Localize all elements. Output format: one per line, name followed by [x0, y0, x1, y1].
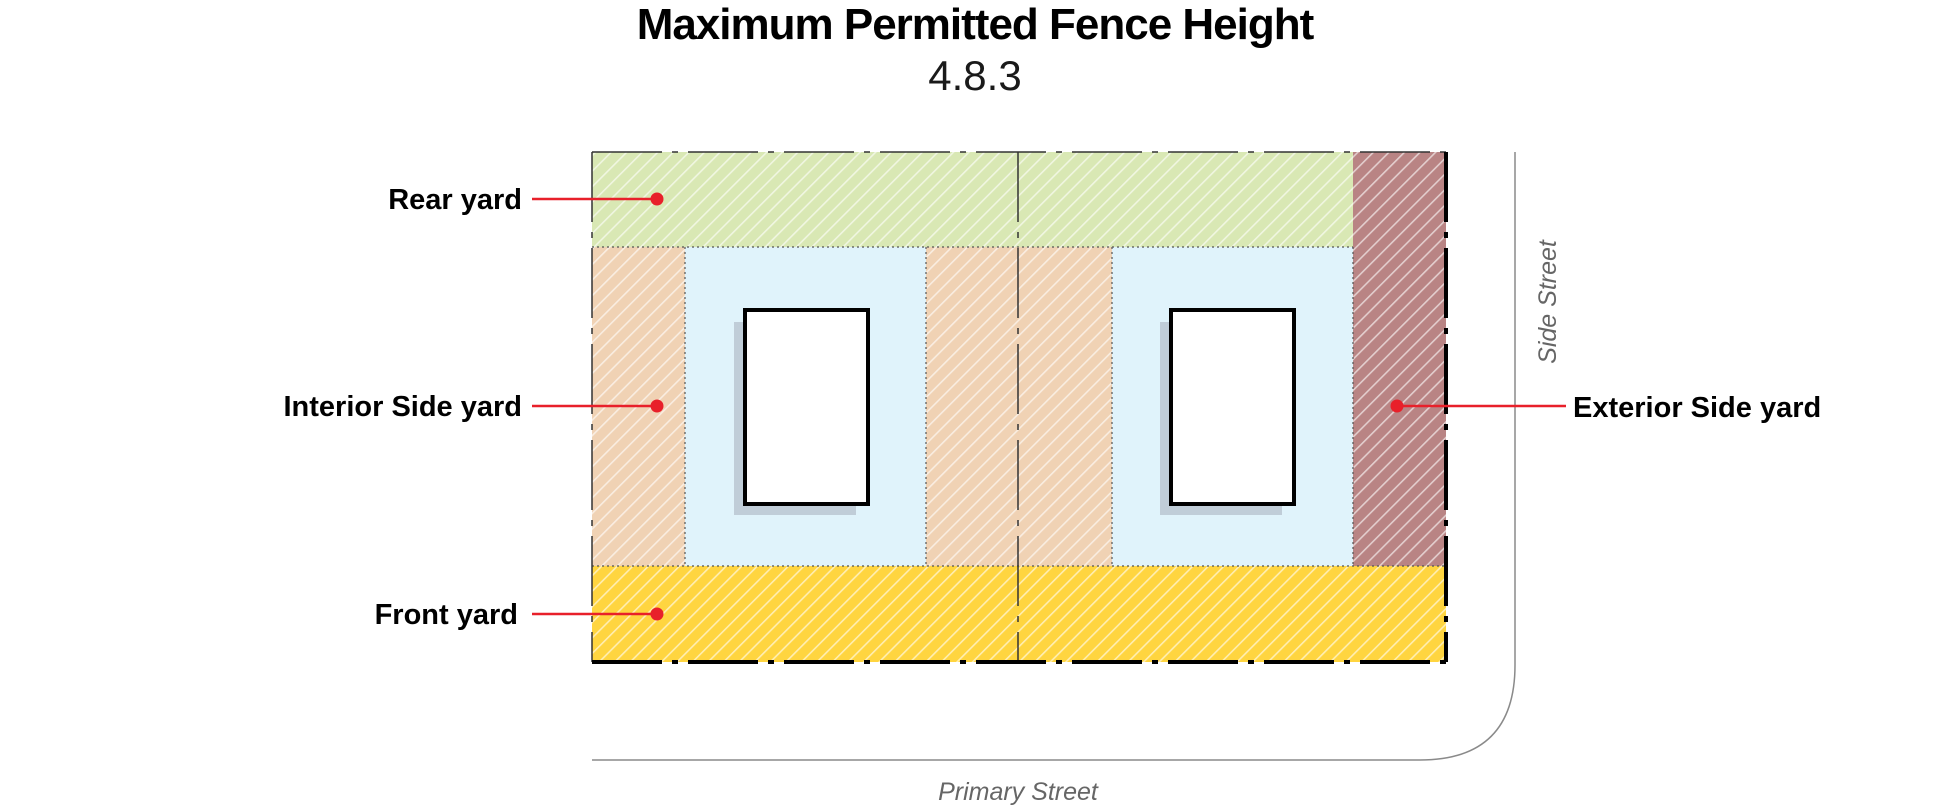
section-number: 4.8.3 [928, 52, 1022, 99]
building-footprint [1169, 308, 1296, 506]
diagram-title: Maximum Permitted Fence Height [636, 0, 1315, 49]
callout-rear-yard: Rear yard [388, 184, 664, 216]
primary-street-edge [592, 152, 1516, 761]
exterior-side-yard-label: Exterior Side yard [1573, 392, 1821, 424]
setback-lines [592, 246, 1446, 567]
callout-front-yard: Front yard [375, 599, 664, 631]
front-yard-label: Front yard [375, 599, 518, 631]
callout-exterior-side-yard: Exterior Side yard [1390, 392, 1821, 424]
building-footprint [743, 308, 870, 506]
rear-yard-label: Rear yard [388, 184, 522, 216]
interior-side-yard-label: Interior Side yard [283, 391, 522, 423]
callout-interior-side-yard: Interior Side yard [283, 391, 664, 423]
primary-street-label: Primary Street [938, 778, 1099, 806]
side-street-label: Side Street [1534, 239, 1562, 364]
